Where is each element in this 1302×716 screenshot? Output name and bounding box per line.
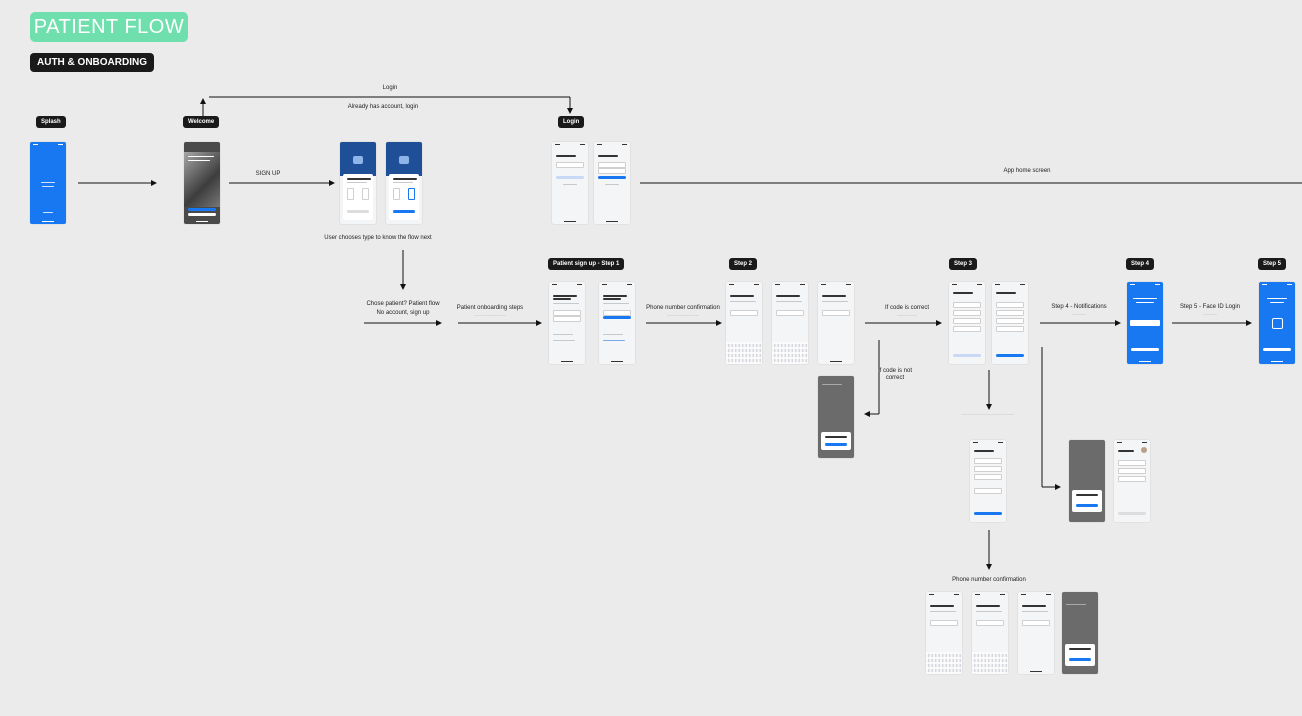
login-arrow-label: Login xyxy=(382,85,398,91)
welcome-screen-thumb[interactable] xyxy=(184,142,220,224)
login-screen-1[interactable] xyxy=(552,142,588,224)
phone-confirm-screen-2[interactable] xyxy=(972,592,1008,674)
phone-confirm-screen-3[interactable] xyxy=(1018,592,1054,674)
sign-up-label: SIGN UP xyxy=(255,171,281,177)
phone-confirmation-sub: ................................. xyxy=(666,313,700,317)
phone-confirm-error-screen[interactable] xyxy=(1062,592,1098,674)
phone-confirmation-label: Phone number confirmation xyxy=(646,305,720,311)
onboarding-steps-label: Patient onboarding steps xyxy=(456,305,524,311)
patient-step1-tag: Patient sign up - Step 1 xyxy=(548,258,625,270)
step3-variant-screen[interactable] xyxy=(970,440,1006,522)
chose-patient-label: Chose patient? Patient flow xyxy=(366,301,440,307)
step3-screen-1[interactable] xyxy=(949,282,985,364)
step3-screen-2[interactable] xyxy=(992,282,1028,364)
step2-screen-2[interactable] xyxy=(772,282,808,364)
app-home-label: App home screen xyxy=(1003,168,1051,174)
photo-permission-screen[interactable] xyxy=(1069,440,1105,522)
step5-face-id-screen[interactable] xyxy=(1259,282,1295,364)
user-chooses-label: User chooses type to know the flow next xyxy=(324,235,432,241)
splash-tag: Splash xyxy=(36,116,66,128)
user-type-screen-2[interactable] xyxy=(386,142,422,224)
step2-screen-3[interactable] xyxy=(818,282,854,364)
phone-confirmation-bottom-label: Phone number confirmation xyxy=(952,577,1026,583)
user-type-screen-1[interactable] xyxy=(340,142,376,224)
step2-screen-1[interactable] xyxy=(726,282,762,364)
phone-confirm-screen-1[interactable] xyxy=(926,592,962,674)
face-id-label: Step 5 - Face ID Login xyxy=(1179,304,1241,310)
already-account-label: Already has account, login xyxy=(347,104,419,110)
code-not-correct-label-2: correct xyxy=(885,375,905,381)
step5-tag: Step 5 xyxy=(1258,258,1287,270)
step2-tag: Step 2 xyxy=(729,258,758,270)
welcome-tag: Welcome xyxy=(183,116,220,128)
onboarding-steps-sub: ................................. xyxy=(473,313,507,317)
code-correct-sub: .................... xyxy=(897,313,917,317)
step4-notifications-screen[interactable] xyxy=(1127,282,1163,364)
step1-screen-1[interactable] xyxy=(549,282,585,364)
step3-tag: Step 3 xyxy=(949,258,978,270)
step2-error-screen[interactable] xyxy=(818,376,854,458)
splash-screen-thumb[interactable] xyxy=(30,142,66,224)
step4-tag: Step 4 xyxy=(1126,258,1155,270)
notifications-sub: .............. xyxy=(1072,312,1086,316)
photo-added-screen[interactable] xyxy=(1114,440,1150,522)
notifications-label: Step 4 - Notifications xyxy=(1051,304,1107,310)
step1-screen-2[interactable] xyxy=(599,282,635,364)
no-account-label: No account, sign up xyxy=(376,310,430,316)
page-title: PATIENT FLOW xyxy=(30,12,188,42)
login-screen-2[interactable] xyxy=(594,142,630,224)
code-correct-label: If code is correct xyxy=(884,305,930,311)
code-not-correct-label-1: If code is not xyxy=(877,368,913,374)
step3-note: ........................................… xyxy=(961,412,1015,416)
section-badge: AUTH & ONBOARDING xyxy=(30,53,154,72)
face-id-sub: .............. xyxy=(1203,312,1217,316)
login-tag: Login xyxy=(558,116,585,128)
